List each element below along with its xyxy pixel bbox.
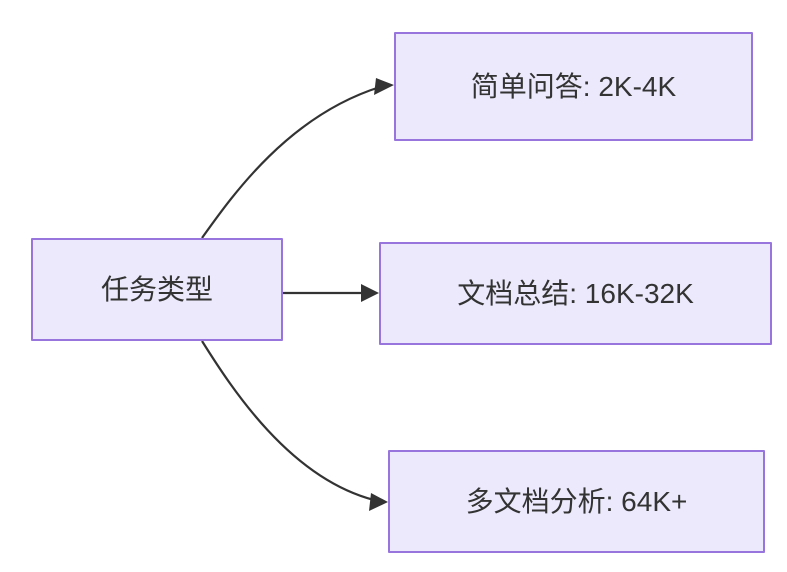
edge-root-to-doc-summary-arrowhead [361, 284, 379, 302]
node-simple-qa[interactable]: 简单问答: 2K-4K [394, 32, 753, 141]
edge-root-to-multi-doc-arrowhead [369, 493, 388, 511]
edge-root-to-multi-doc [201, 340, 388, 511]
edge-root-to-simple-qa [201, 78, 394, 239]
node-doc-summary[interactable]: 文档总结: 16K-32K [379, 242, 772, 345]
node-task-type[interactable]: 任务类型 [31, 238, 283, 341]
edge-root-to-doc-summary [283, 284, 379, 302]
node-multi-doc-label: 多文档分析: 64K+ [465, 485, 688, 517]
node-simple-qa-label: 简单问答: 2K-4K [470, 70, 677, 102]
node-multi-doc[interactable]: 多文档分析: 64K+ [388, 450, 765, 553]
edge-root-to-simple-qa-arrowhead [374, 78, 394, 95]
edge-root-to-multi-doc-path [201, 340, 375, 502]
node-task-type-label: 任务类型 [100, 273, 213, 305]
node-doc-summary-label: 文档总结: 16K-32K [457, 277, 694, 309]
edge-root-to-simple-qa-path [201, 85, 381, 239]
